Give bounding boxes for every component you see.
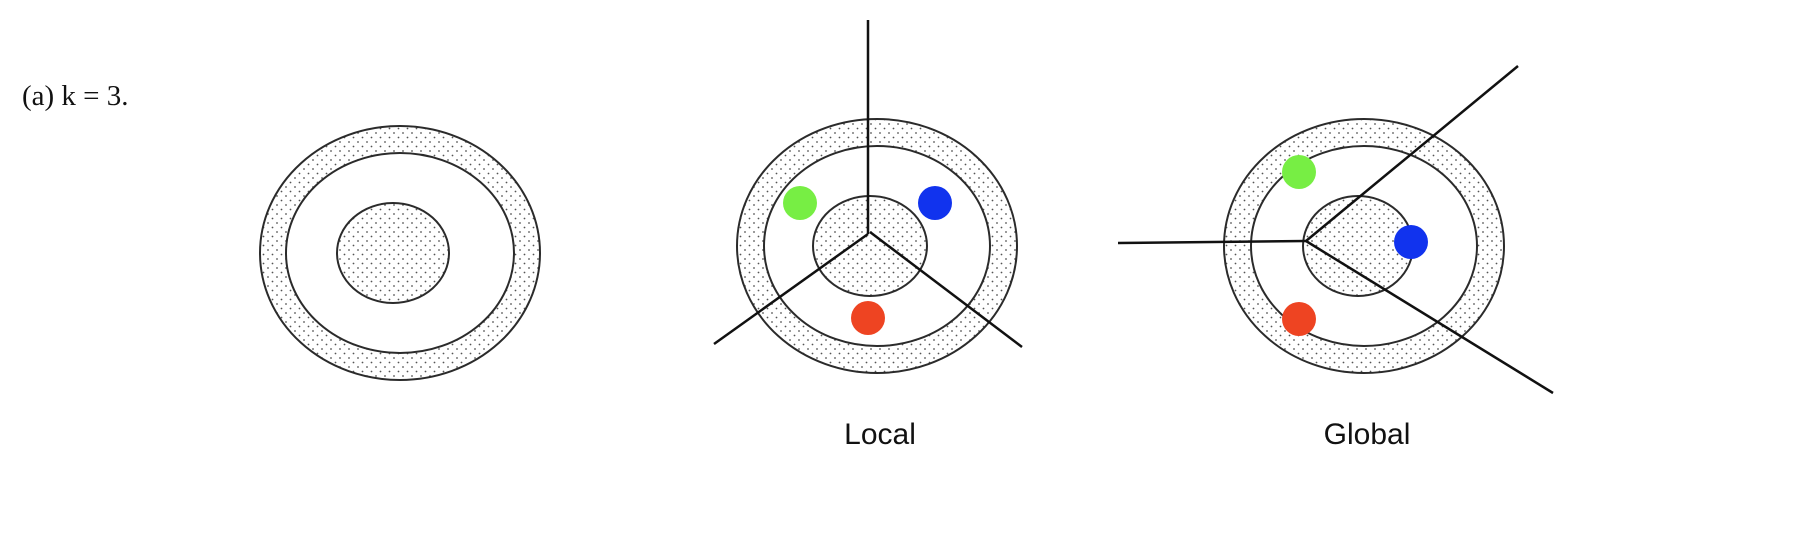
- inner-cluster: [812, 195, 928, 297]
- boundary-line-right: [869, 231, 1023, 348]
- centroid-red: [1282, 302, 1316, 336]
- centroid-blue: [1394, 225, 1428, 259]
- voronoi-boundaries: [713, 20, 1023, 348]
- boundary-line-left: [713, 232, 869, 346]
- centroid-red: [851, 301, 885, 335]
- voronoi-boundaries: [1117, 65, 1554, 395]
- diagram-local-clustering: [713, 20, 1023, 374]
- boundary-line-up-right: [1305, 65, 1519, 242]
- boundary-line-left: [1117, 239, 1307, 245]
- centroid-blue: [918, 186, 952, 220]
- boundary-line-down-right: [1305, 239, 1554, 395]
- diagram-global-clustering: [1117, 65, 1554, 395]
- centroid-green: [1282, 155, 1316, 189]
- diagram-data-rings: [259, 125, 541, 381]
- caption-local: Local: [844, 418, 916, 451]
- problem-label: (a) k = 3.: [22, 80, 129, 112]
- caption-global: Global: [1323, 418, 1411, 451]
- inner-cluster: [336, 202, 450, 304]
- centroid-green: [783, 186, 817, 220]
